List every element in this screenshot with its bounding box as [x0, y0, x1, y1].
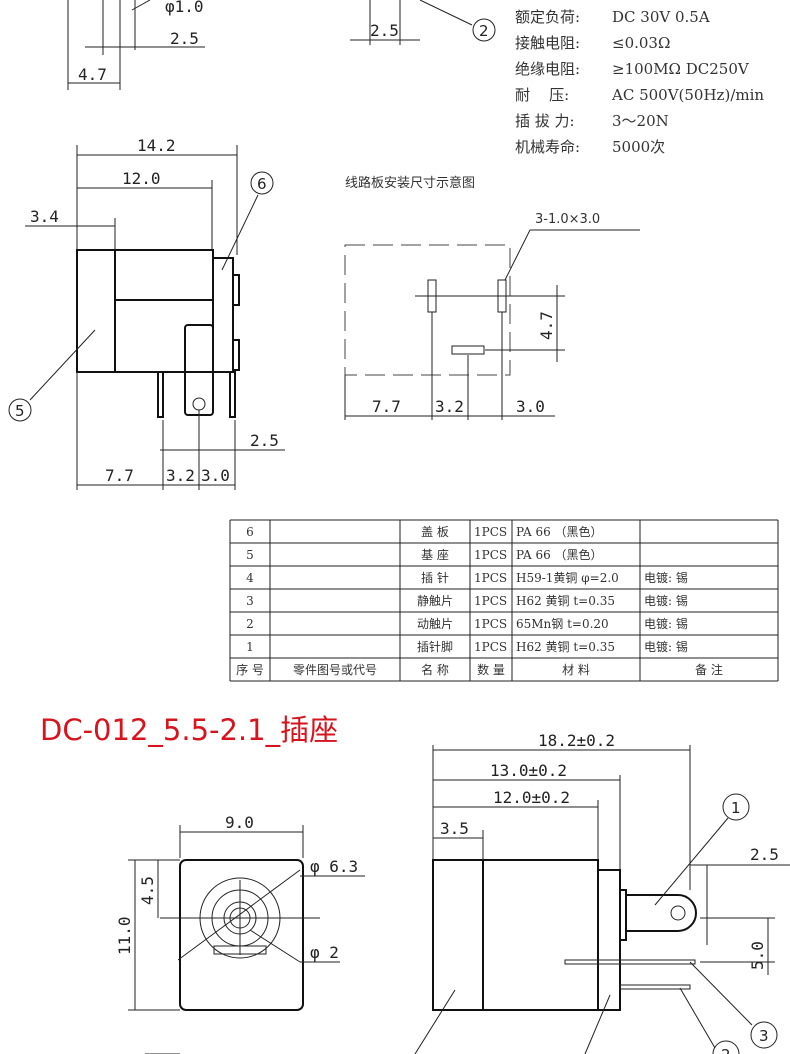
table-cell: PA 66 （黑色） — [516, 525, 603, 539]
spec-label: 机械寿命: — [515, 138, 580, 156]
table-cell: H59-1黄铜 φ=2.0 — [516, 570, 619, 585]
dim-2-5-b: 2.5 — [750, 845, 779, 864]
dim-12-0-b: 12.0±0.2 — [493, 788, 570, 807]
spec-value: 5000次 — [612, 138, 665, 156]
pcb-title: 线路板安装尺寸示意图 — [345, 175, 475, 191]
table-cell: 5 — [246, 548, 254, 562]
specifications: 额定负荷: DC 30V 0.5A 接触电阻: ≤0.03Ω 绝缘电阻: ≥10… — [515, 8, 764, 156]
table-cell: 盖 板 — [421, 525, 449, 539]
table-header-cell: 名 称 — [421, 662, 449, 677]
table-cell: 3 — [246, 594, 254, 608]
spec-value: ≤0.03Ω — [612, 34, 670, 52]
dim-3-5: 3.5 — [440, 819, 469, 838]
table-cell: 6 — [246, 525, 254, 539]
table-cell: 静触片 — [417, 594, 453, 608]
top-partial-view: φ1.0 2.5 4.7 2.5 2 — [67, 0, 496, 90]
table-cell: 1PCS — [474, 594, 507, 608]
table-cell: 电镀: 锡 — [644, 570, 688, 585]
side-view: 14.2 12.0 3.4 6 5 2.5 7.7 3.2 3.0 — [8, 136, 285, 490]
dim-3-0-pcb: 3.0 — [516, 397, 545, 416]
callout-6: 6 — [257, 175, 267, 193]
table-cell: 4 — [246, 571, 254, 585]
callout-3: 3 — [759, 1027, 769, 1045]
table-cell: 插 针 — [421, 570, 449, 585]
table-cell: 1PCS — [474, 571, 507, 585]
callout-2-top: 2 — [479, 22, 489, 40]
dim-4-7-pcb: 4.7 — [537, 311, 556, 340]
table-cell: 1PCS — [474, 617, 507, 631]
spec-label: 插 拔 力: — [515, 112, 575, 130]
table-cell: PA 66 （黑色） — [516, 548, 603, 562]
table-header-cell: 材 料 — [562, 663, 590, 677]
table-cell: 1PCS — [474, 548, 507, 562]
spec-value: 3～20N — [612, 112, 669, 130]
table-cell: 基 座 — [421, 547, 449, 562]
product-title: DC-012_5.5-2.1_插座 — [40, 713, 338, 747]
bom-table: 6 盖 板 1PCS PA 66 （黑色） 5 基 座 1PCS PA 66 （黑色） 4 插 针… — [229, 519, 779, 682]
dim-3-2-pcb: 3.2 — [435, 397, 464, 416]
dim-4-5: 4.5 — [138, 876, 157, 905]
dim-13-0: 13.0±0.2 — [490, 761, 567, 780]
dim-18-2: 18.2±0.2 — [538, 731, 615, 750]
dim-phi-1: φ1.0 — [165, 0, 204, 16]
dim-12-0: 12.0 — [122, 169, 161, 188]
spec-label: 额定负荷: — [515, 8, 580, 26]
dim-phi-2: φ 2 — [310, 943, 339, 962]
dim-3-4: 3.4 — [30, 207, 59, 226]
table-cell: 1PCS — [474, 525, 507, 539]
front-view: 9.0 φ 6.3 φ 2 11.0 4.5 — [115, 813, 365, 1054]
dim-phi-6-3: φ 6.3 — [310, 857, 358, 876]
spec-value: ≥100MΩ DC250V — [612, 60, 750, 78]
hole-note: 3-1.0×3.0 — [535, 212, 600, 227]
table-cell: 插针脚 — [417, 639, 453, 654]
dim-3-0: 3.0 — [201, 466, 230, 485]
spec-label: 绝缘电阻: — [515, 60, 580, 78]
table-cell: 65Mn钢 t=0.20 — [516, 617, 609, 631]
dim-4-7: 4.7 — [78, 65, 107, 84]
table-header-cell: 序 号 — [236, 662, 264, 677]
dim-2-5: 2.5 — [170, 29, 199, 48]
table-header-cell: 零件图号或代号 — [293, 663, 377, 677]
callout-1: 1 — [731, 799, 741, 817]
table-cell: 2 — [246, 617, 254, 631]
dim-2-5b: 2.5 — [370, 21, 399, 40]
spec-value: DC 30V 0.5A — [612, 8, 710, 26]
table-cell: H62 黄铜 t=0.35 — [516, 639, 615, 654]
table-cell: 电镀: 锡 — [644, 639, 688, 654]
callout-2-b: 2 — [721, 1046, 731, 1054]
table-cell: 动触片 — [417, 617, 453, 631]
dim-3-2: 3.2 — [166, 466, 195, 485]
table-header-cell: 备 注 — [695, 662, 723, 677]
table-cell: H62 黄铜 t=0.35 — [516, 593, 615, 608]
dim-7-7-pcb: 7.7 — [372, 397, 401, 416]
table-cell: 1PCS — [474, 640, 507, 654]
dim-14-2: 14.2 — [137, 136, 176, 155]
spec-label: 接触电阻: — [515, 34, 580, 52]
table-header-cell: 数 量 — [477, 662, 505, 677]
dim-11-0: 11.0 — [115, 916, 134, 955]
dim-7-7: 7.7 — [105, 466, 134, 485]
dim-2-5-side: 2.5 — [250, 431, 279, 450]
table-cell: 1 — [246, 640, 254, 654]
dim-5-0: 5.0 — [748, 941, 767, 970]
table-cell: 电镀: 锡 — [644, 616, 688, 631]
spec-value: AC 500V(50Hz)/min — [611, 86, 764, 104]
spec-label: 耐 压: — [515, 86, 569, 104]
callout-5: 5 — [15, 402, 25, 420]
table-cell: 电镀: 锡 — [644, 593, 688, 608]
pcb-layout: 线路板安装尺寸示意图 3-1.0×3.0 4.7 7.7 3.2 3.0 — [344, 175, 640, 420]
dim-9-0: 9.0 — [225, 813, 254, 832]
side-view-2: 18.2±0.2 13.0±0.2 12.0±0.2 3.5 1 3 2 2.5… — [414, 731, 790, 1054]
